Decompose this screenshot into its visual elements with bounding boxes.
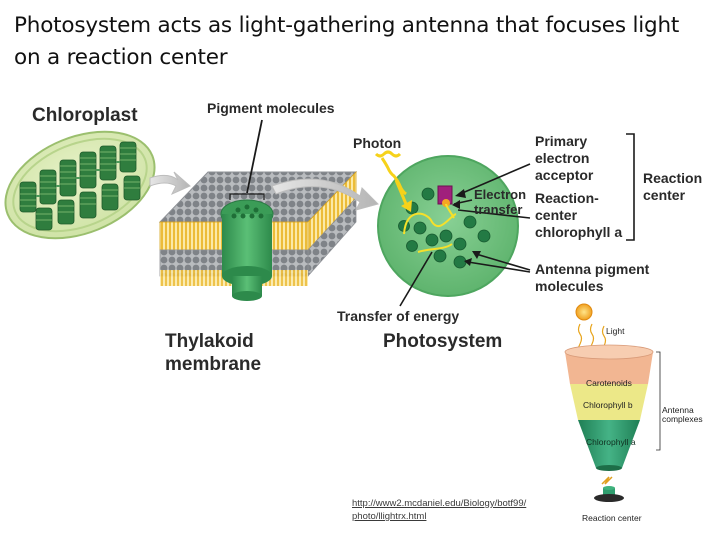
- electron-transfer-label: Electron transfer: [474, 187, 526, 217]
- antenna-pigment-molecules-label: Antenna pigment molecules: [535, 261, 649, 295]
- reaction-center-chlorophyll-label: Reaction- center chlorophyll a: [535, 190, 622, 241]
- zoom-arrow-1: [149, 171, 191, 196]
- sun-icon: [575, 303, 593, 321]
- callout-lines: [399, 163, 531, 307]
- pointer-pigment: [246, 119, 263, 194]
- slide-title: Photosystem acts as light-gathering ante…: [14, 13, 680, 70]
- thylakoid-membrane-label: Thylakoid membrane: [165, 330, 261, 376]
- label-line: center: [643, 187, 686, 203]
- label-line: electron: [535, 150, 590, 166]
- funnel-reaction-center-label: Reaction center: [582, 513, 642, 523]
- funnel-layer-chlorophyll-a: Chlorophyll a: [586, 437, 636, 447]
- chloroplast-illustration: [4, 130, 156, 240]
- pigment-molecules-label: Pigment molecules: [207, 100, 335, 116]
- reaction-center-label: Reaction center: [643, 170, 702, 204]
- source-link-line: photo/llightrx.html: [352, 511, 427, 522]
- funnel-light-label: Light: [606, 326, 625, 336]
- photosystem-illustration: [377, 155, 519, 297]
- label-line: molecules: [535, 278, 604, 294]
- photon-label: Photon: [353, 135, 402, 151]
- antenna-pigments: [398, 187, 491, 269]
- transfer-of-energy-label: Transfer of energy: [337, 308, 460, 324]
- label-line: transfer: [474, 202, 523, 217]
- label-line: Electron: [474, 187, 527, 202]
- primary-electron-acceptor-label: Primary electron acceptor: [535, 133, 593, 184]
- label-line: Primary: [535, 133, 588, 149]
- label-line: acceptor: [535, 167, 594, 183]
- antenna-complexes-label: Antenna complexes: [662, 406, 703, 424]
- label-line: Reaction: [643, 170, 703, 186]
- source-link[interactable]: http://www2.mcdaniel.edu/Biology/botf99/…: [352, 497, 526, 523]
- label-line: Antenna pigment: [535, 261, 650, 277]
- thylakoid-label-line: Thylakoid: [165, 331, 254, 352]
- label-line: Antenna: [662, 405, 694, 415]
- photon-arrow: [394, 179, 408, 205]
- zoom-arrow-2: [271, 178, 379, 211]
- source-link-line: http://www2.mcdaniel.edu/Biology/botf99/: [352, 498, 527, 509]
- thylakoid-label-line: membrane: [165, 354, 262, 375]
- grana-stacks: [19, 141, 141, 231]
- reaction-center-bracket: [626, 133, 635, 241]
- label-line: complexes: [662, 414, 703, 424]
- thylakoid-membrane-illustration: [158, 171, 358, 301]
- label-line: Reaction-: [535, 190, 599, 206]
- photon-wave: [374, 150, 407, 196]
- antenna-funnel-illustration: [564, 303, 661, 502]
- photosystem-label: Photosystem: [383, 331, 503, 352]
- label-line: chlorophyll a: [535, 224, 623, 240]
- funnel-layer-carotenoids: Carotenoids: [586, 378, 632, 388]
- label-line: center: [535, 207, 578, 223]
- chloroplast-label: Chloroplast: [32, 105, 138, 126]
- pigment-dots: [231, 204, 264, 219]
- funnel-layer-chlorophyll-b: Chlorophyll b: [583, 400, 633, 410]
